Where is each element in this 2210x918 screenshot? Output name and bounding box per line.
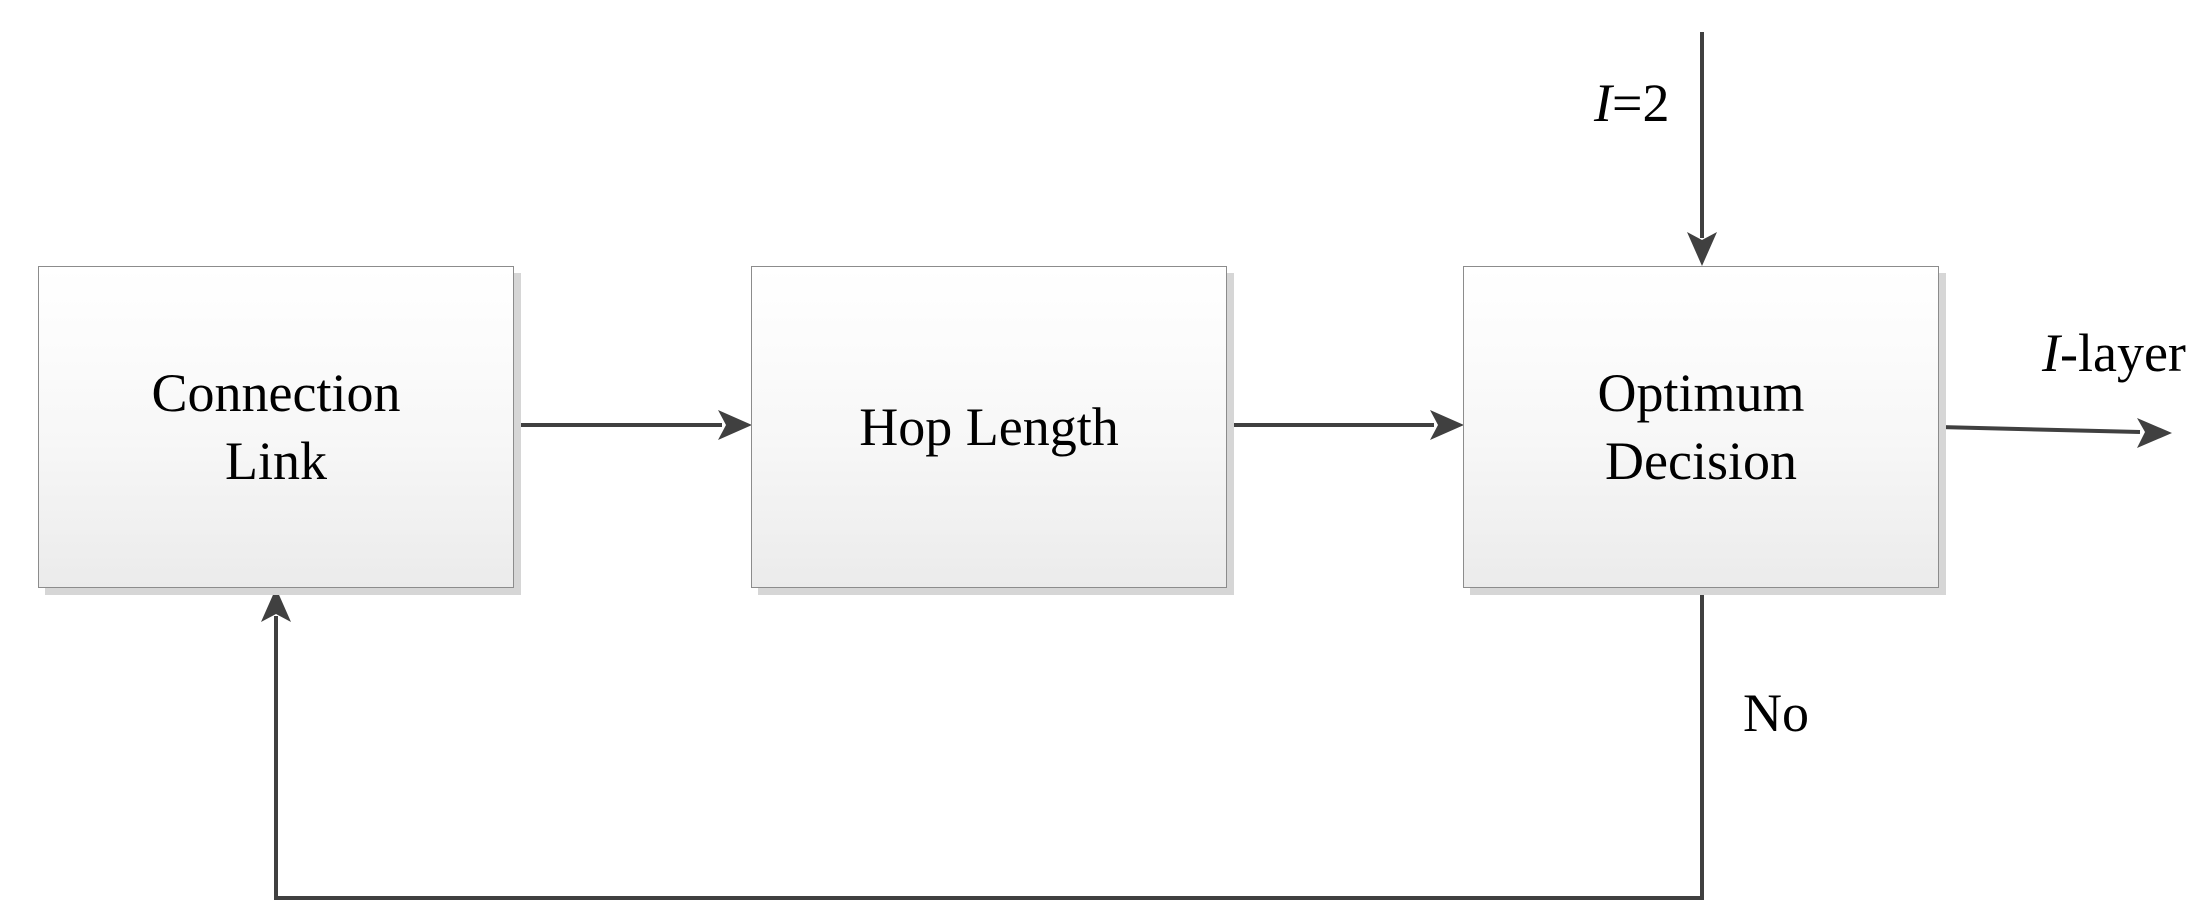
input-variable: I [1594, 73, 1612, 133]
output-label: I-layer [2042, 322, 2186, 384]
connection-link-block: Connection Link [38, 266, 514, 588]
arrow-input-to-optimum [1687, 32, 1717, 266]
connection-link-label: Connection Link [151, 363, 401, 491]
optimum-decision-label: Optimum Decision [1597, 363, 1805, 491]
input-value: =2 [1611, 73, 1670, 133]
hop-length-block: Hop Length [751, 266, 1227, 588]
arrow-connection-to-hop [514, 410, 752, 440]
output-suffix: -layer [2059, 323, 2186, 383]
feedback-label: No [1743, 683, 1809, 743]
output-variable: I [2042, 323, 2060, 383]
arrow-optimum-to-output [1938, 418, 2172, 448]
arrow-hop-to-optimum [1227, 410, 1464, 440]
hop-length-label: Hop Length [859, 397, 1119, 457]
arrow-feedback-loop [261, 588, 1704, 900]
optimum-decision-block: Optimum Decision [1463, 266, 1939, 588]
input-label: I=2 [1594, 72, 1669, 134]
